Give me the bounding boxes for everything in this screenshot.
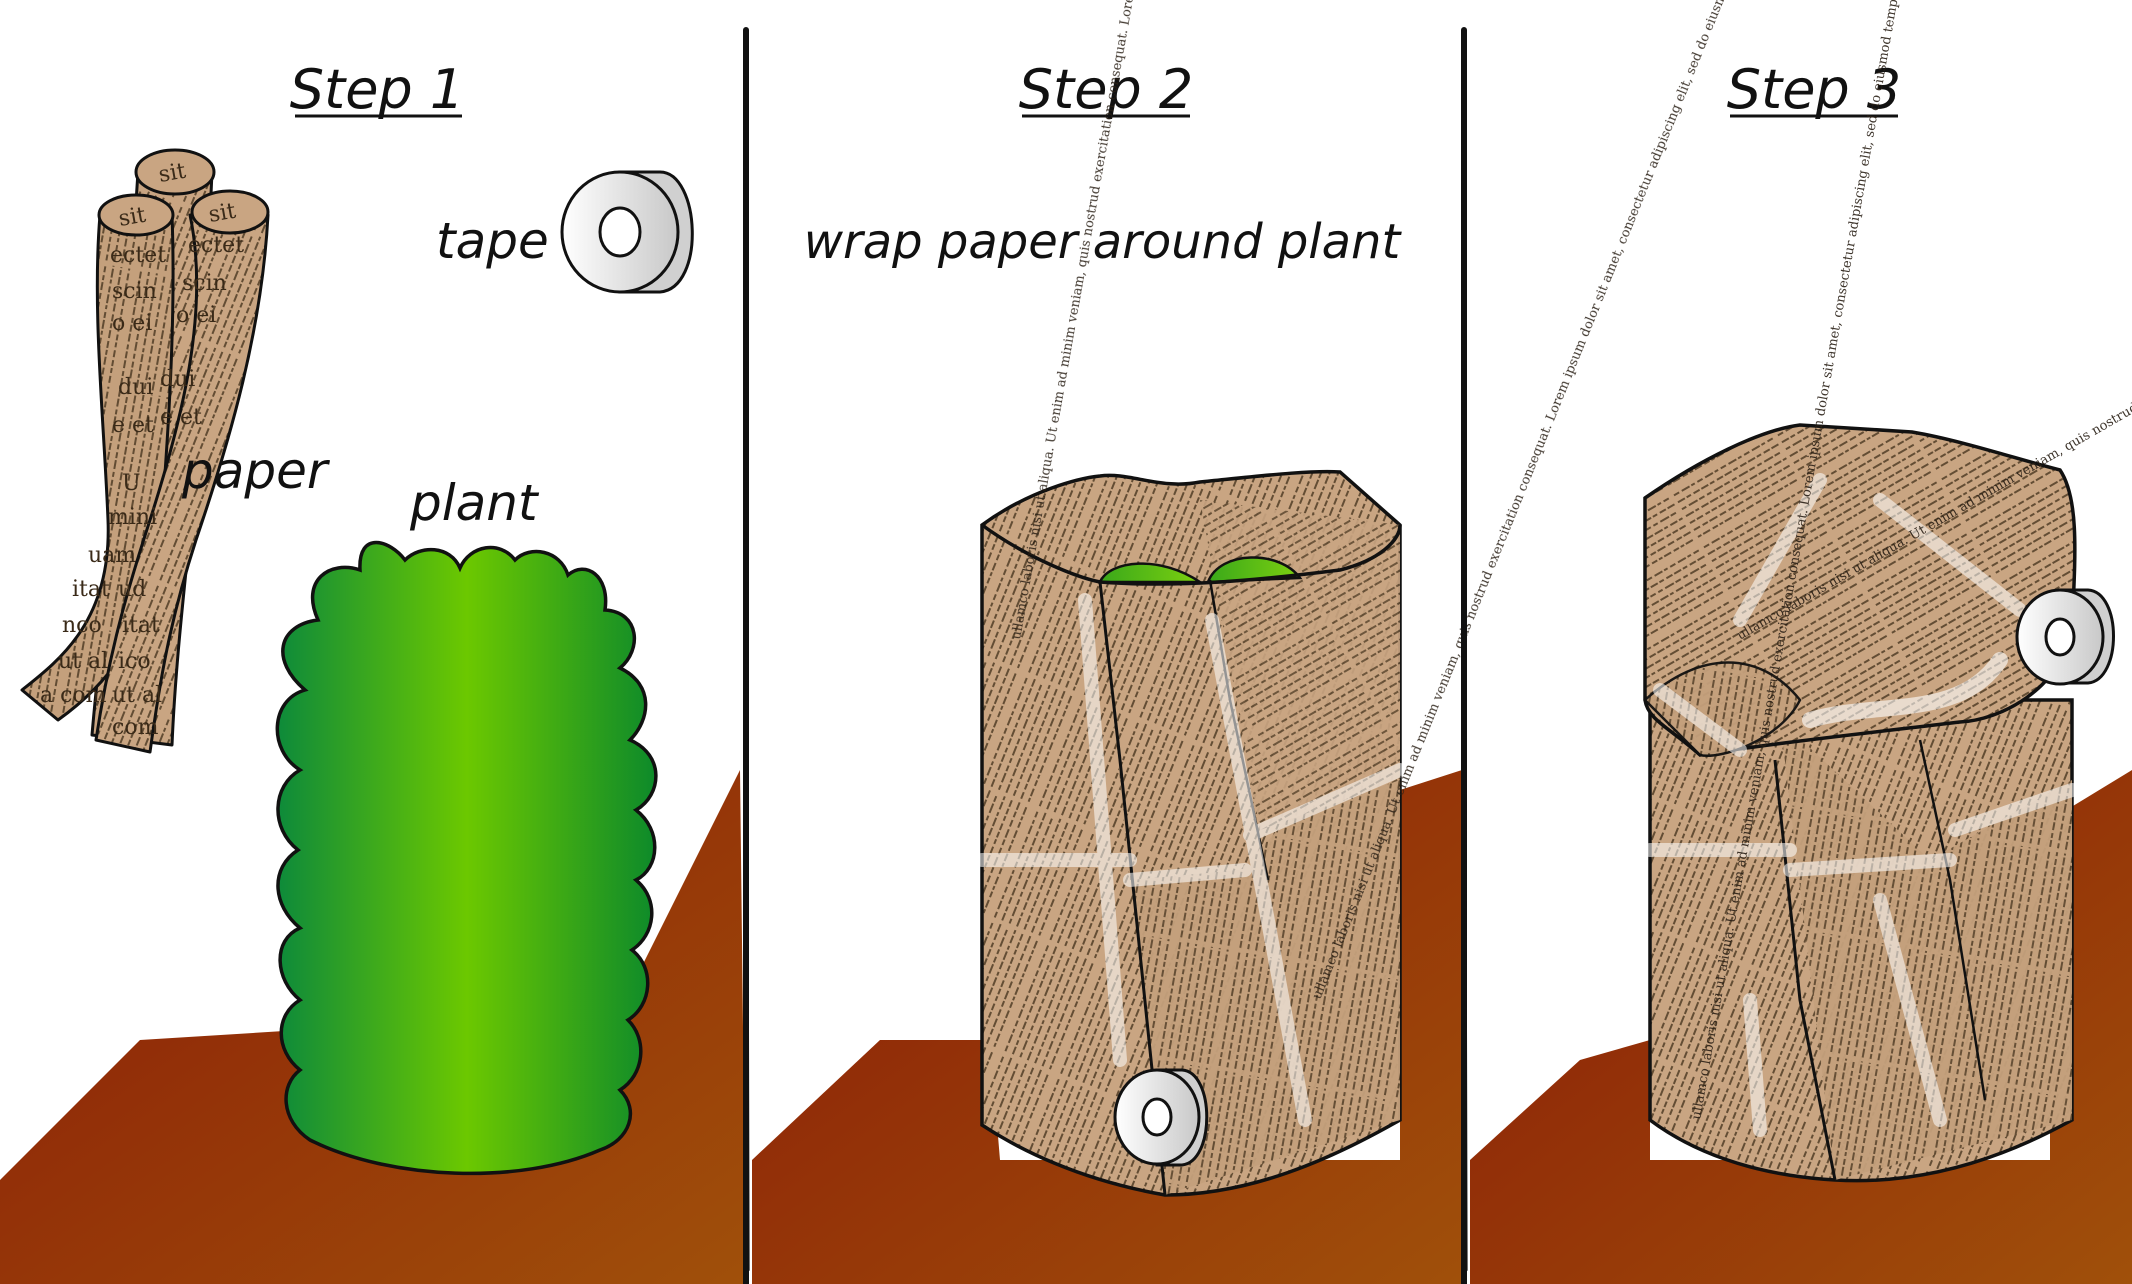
step-1-title: Step 1 <box>290 58 464 121</box>
svg-text:nco: nco <box>62 613 102 638</box>
svg-text:dui: dui <box>118 375 153 400</box>
svg-text:ut al: ut al <box>58 649 108 674</box>
svg-text:mini: mini <box>108 505 157 530</box>
svg-text:e et: e et <box>160 405 202 430</box>
svg-text:o ei: o ei <box>176 303 216 328</box>
paper-label: paper <box>181 442 331 500</box>
svg-text:ico: ico <box>118 649 151 674</box>
svg-text:ud: ud <box>118 577 146 602</box>
soil-ground <box>1470 770 2132 1284</box>
svg-text:o ei: o ei <box>112 311 152 336</box>
svg-text:itat: itat <box>122 613 160 638</box>
panel-divider <box>1461 27 1468 1284</box>
svg-text:dui: dui <box>160 367 195 392</box>
svg-text:uam: uam <box>88 543 136 568</box>
svg-text:U: U <box>122 471 141 496</box>
soil-ground <box>752 770 1462 1284</box>
wrap-instruction: wrap paper around plant <box>804 214 1403 270</box>
svg-text:ectet: ectet <box>188 233 244 258</box>
paper-roll-icon <box>20 148 270 754</box>
svg-text:ut al: ut al <box>112 683 162 708</box>
paper-roll-newsprint: sit sit sit ectet ectet scin scin o ei o… <box>40 159 244 740</box>
plant-label: plant <box>409 474 540 532</box>
svg-text:itat: itat <box>72 577 110 602</box>
svg-text:sit: sit <box>117 203 148 232</box>
panel-divider <box>743 27 750 1284</box>
svg-text:sit: sit <box>207 199 238 228</box>
panel-step-3: Step 3 <box>1470 0 2132 1284</box>
svg-text:scin: scin <box>112 279 157 304</box>
svg-text:scin: scin <box>182 271 227 296</box>
step-2-title: Step 2 <box>1019 58 1193 121</box>
svg-text:sit: sit <box>157 159 188 188</box>
panel-step-1: Step 1 sit sit sit ectet ectet scin scin… <box>0 58 746 1284</box>
plant-shrub-icon <box>275 540 658 1176</box>
svg-text:ectet: ectet <box>110 243 166 268</box>
svg-text:e et: e et <box>112 413 154 438</box>
wrapped-plant-icon: ullamco laboris nisi ut aliqua. Ut enim … <box>1643 0 2132 1183</box>
tape-label: tape <box>436 212 549 270</box>
step-3-title: Step 3 <box>1727 58 1901 121</box>
tape-roll-icon <box>1113 1068 1209 1167</box>
svg-text:com: com <box>112 715 159 740</box>
tape-roll-icon <box>2015 588 2115 686</box>
svg-text:a com: a com <box>40 683 107 708</box>
tape-roll-icon <box>560 170 694 294</box>
